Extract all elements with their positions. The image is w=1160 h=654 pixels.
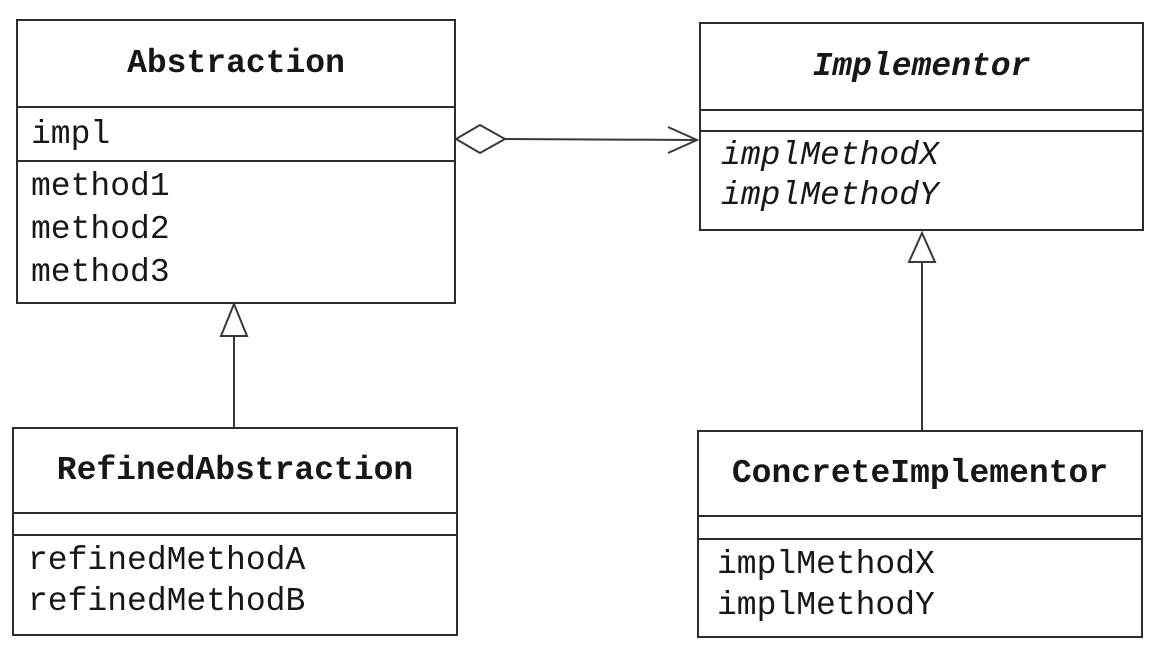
hollow-triangle-arrowhead-icon bbox=[221, 304, 247, 336]
class-title-refined-abstraction: RefinedAbstraction bbox=[14, 429, 456, 514]
aggregation-connector bbox=[456, 125, 697, 153]
class-methods-abstraction: method1 method2 method3 bbox=[18, 162, 454, 302]
class-methods-implementor: implMethodX implMethodY bbox=[701, 132, 1142, 229]
open-arrowhead-icon bbox=[668, 127, 697, 153]
class-box-implementor: Implementor implMethodX implMethodY bbox=[699, 22, 1144, 231]
class-box-concrete-implementor: ConcreteImplementor implMethodX implMeth… bbox=[697, 430, 1143, 638]
method-entry: implMethodY bbox=[717, 587, 935, 624]
class-methods-refined-abstraction: refinedMethodA refinedMethodB bbox=[14, 536, 456, 634]
attribute-impl: impl bbox=[31, 115, 111, 153]
class-methods-concrete-implementor: implMethodX implMethodY bbox=[699, 540, 1141, 636]
class-attributes-refined-abstraction bbox=[14, 514, 456, 536]
method-entry: method2 bbox=[31, 211, 170, 248]
generalization-connector-right bbox=[909, 233, 935, 430]
method-entry: implMethodY bbox=[721, 177, 939, 214]
method-entry: refinedMethodA bbox=[28, 542, 306, 579]
method-entry: implMethodX bbox=[721, 137, 939, 174]
class-title-implementor: Implementor bbox=[701, 24, 1142, 111]
class-attributes-abstraction: impl bbox=[18, 108, 454, 162]
class-title-abstraction: Abstraction bbox=[18, 21, 454, 108]
generalization-connector-left bbox=[221, 304, 247, 427]
class-attributes-implementor bbox=[701, 111, 1142, 132]
method-entry: method3 bbox=[31, 254, 170, 291]
class-box-abstraction: Abstraction impl method1 method2 method3 bbox=[16, 19, 456, 304]
method-entry: refinedMethodB bbox=[28, 583, 306, 620]
aggregation-line bbox=[505, 139, 697, 140]
aggregation-diamond-icon bbox=[456, 125, 505, 153]
class-box-refined-abstraction: RefinedAbstraction refinedMethodA refine… bbox=[12, 427, 458, 636]
class-title-concrete-implementor: ConcreteImplementor bbox=[699, 432, 1141, 517]
method-entry: method1 bbox=[31, 168, 170, 205]
class-attributes-concrete-implementor bbox=[699, 517, 1141, 540]
hollow-triangle-arrowhead-icon bbox=[909, 233, 935, 262]
method-entry: implMethodX bbox=[717, 546, 935, 583]
